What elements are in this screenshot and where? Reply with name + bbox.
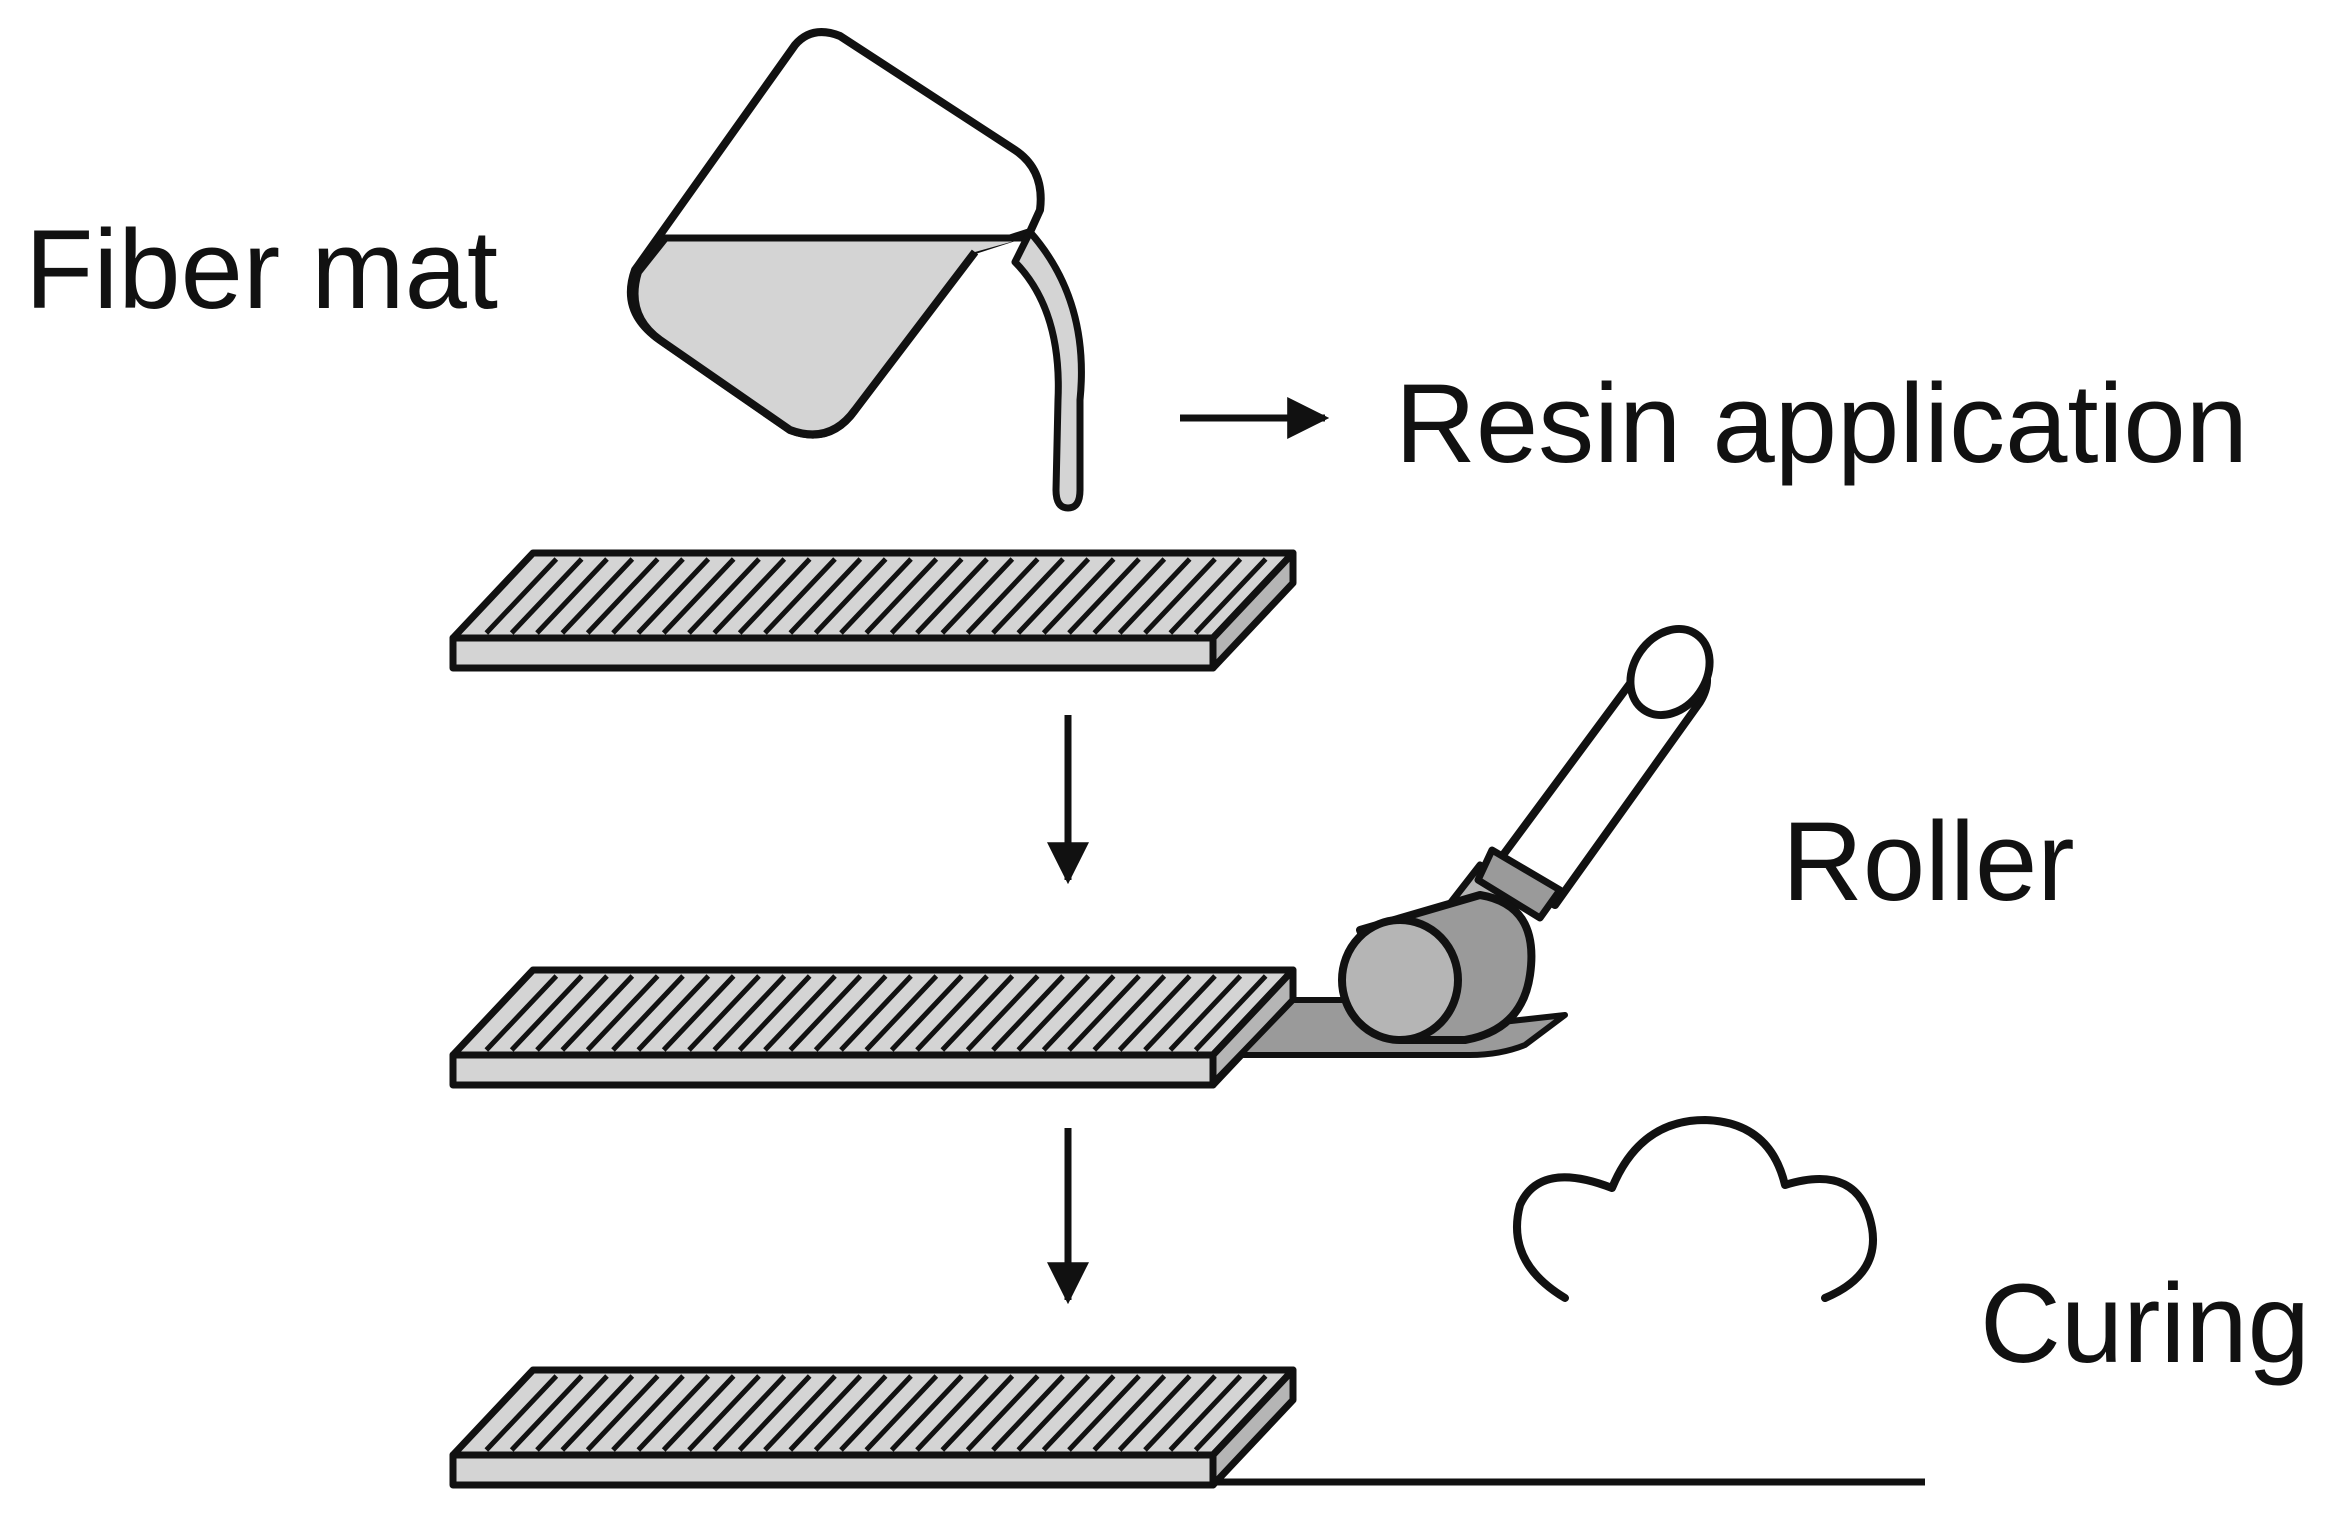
fiber-hatch-line [585, 1374, 660, 1452]
fiber-hatch-line [763, 974, 837, 1052]
fiber-hatch-line [509, 557, 584, 635]
fiber-hatch-line [915, 974, 989, 1052]
fiber-hatch-line [1143, 557, 1217, 635]
cloud-icon [1513, 1116, 1877, 1302]
fiber-hatch-line [763, 557, 837, 635]
fiber-hatch-line [940, 974, 1015, 1052]
fiber-hatch-line [585, 557, 660, 635]
fiber-hatch-line [813, 1374, 888, 1452]
fiber-hatch-line [535, 1374, 609, 1452]
fiber-hatch-line [1143, 974, 1217, 1052]
fiber-hatch-line [1016, 557, 1091, 635]
fiber-mat-slab-1 [449, 549, 1297, 672]
fiber-hatch-line [813, 557, 888, 635]
fiber-hatch-line [535, 974, 609, 1052]
fiber-hatch-line [813, 974, 888, 1052]
fiber-hatch-line [509, 974, 584, 1052]
fiber-hatch-line [712, 1374, 787, 1452]
fiber-hatch-line [991, 1374, 1065, 1452]
fiber-hatch-line [1016, 1374, 1091, 1452]
fiber-hatch-line [864, 974, 939, 1052]
fiber-hatch-line [915, 1374, 989, 1452]
fiber-hatch-line [839, 1374, 913, 1452]
fiber-hatch-line [1117, 1374, 1192, 1452]
fiber-hatch-line [484, 1374, 559, 1452]
fiber-hatch-line [839, 974, 913, 1052]
fiber-mat-slab-3 [449, 1366, 1297, 1489]
fiber-hatch-line [1092, 974, 1167, 1052]
fiber-hatch-line [484, 557, 559, 635]
fiber-hatch-line [1016, 974, 1091, 1052]
fiber-hatch-line [1041, 974, 1116, 1052]
fiber-mat-slab-2 [449, 966, 1297, 1089]
fiber-hatch-line [560, 974, 635, 1052]
fiber-hatch-line [889, 974, 964, 1052]
fiber-hatch-line [1041, 1374, 1116, 1452]
fiber-hatch-line [535, 557, 609, 635]
fiber-hatch-line [788, 557, 863, 635]
fiber-hatch-line [611, 557, 685, 635]
fiber-hatch-line [611, 974, 685, 1052]
fiber-hatch-line [1168, 557, 1243, 635]
fiber-hatch-line [889, 1374, 964, 1452]
fiber-hatch-line [1143, 1374, 1217, 1452]
fiber-hatch-line [636, 1374, 711, 1452]
fiber-hatch-line [737, 557, 812, 635]
fiber-hatch-line [611, 1374, 685, 1452]
fiber-hatch-line [965, 1374, 1040, 1452]
fiber-hatch-line [1092, 1374, 1167, 1452]
fiber-hatch-line [1092, 557, 1167, 635]
fiber-hatch-line [661, 557, 736, 635]
fiber-hatch-line [1193, 557, 1268, 635]
label-roller: Roller [1782, 799, 2075, 924]
fiber-hatch-line [712, 557, 787, 635]
fiber-hatch-line [560, 1374, 635, 1452]
fiber-hatch-line [839, 557, 913, 635]
fiber-hatch-line [991, 557, 1065, 635]
fiber-hatch-line [864, 557, 939, 635]
fiber-hatch-line [965, 974, 1040, 1052]
fiber-hatch-line [788, 1374, 863, 1452]
fiber-hatch-line [1117, 557, 1192, 635]
fiber-hatch-line [1117, 974, 1192, 1052]
fiber-hatch-line [1067, 557, 1141, 635]
fiber-hatch-line [560, 557, 635, 635]
fiber-hatch-line [915, 557, 989, 635]
label-resin-application: Resin application [1395, 361, 2248, 486]
fiber-hatch-line [636, 974, 711, 1052]
fiber-hatch-line [1041, 557, 1116, 635]
pouring-jug-icon [626, 28, 1085, 512]
fiber-hatch-line [737, 1374, 812, 1452]
fiber-hatch-line [965, 557, 1040, 635]
fiber-hatch-line [991, 974, 1065, 1052]
fiber-hatch-line [940, 557, 1015, 635]
fiber-hatch-line [940, 1374, 1015, 1452]
fiber-hatch-line [1067, 974, 1141, 1052]
fiber-hatch-line [1168, 974, 1243, 1052]
fiber-hatch-line [687, 974, 761, 1052]
fiber-hatch-line [687, 557, 761, 635]
fiber-hatch-line [1193, 1374, 1268, 1452]
fiber-hatch-line [687, 1374, 761, 1452]
fiber-hatch-line [509, 1374, 584, 1452]
fiber-hatch-line [636, 557, 711, 635]
fiber-hatch-line [1168, 1374, 1243, 1452]
fiber-hatch-line [1067, 1374, 1141, 1452]
fiber-hatch-line [889, 557, 964, 635]
fiber-hatch-line [484, 974, 559, 1052]
fiber-hatch-line [661, 974, 736, 1052]
label-curing: Curing [1980, 1261, 2310, 1386]
label-fiber-mat: Fiber mat [25, 207, 498, 332]
fiber-hatch-line [661, 1374, 736, 1452]
fiber-hatch-line [864, 1374, 939, 1452]
fiber-hatch-line [763, 1374, 837, 1452]
fiber-hatch-line [788, 974, 863, 1052]
fiber-hatch-line [712, 974, 787, 1052]
hand-roller-icon [1338, 625, 1714, 1044]
fiber-hatch-line [737, 974, 812, 1052]
fiber-hatch-line [1193, 974, 1268, 1052]
fiber-hatch-line [585, 974, 660, 1052]
